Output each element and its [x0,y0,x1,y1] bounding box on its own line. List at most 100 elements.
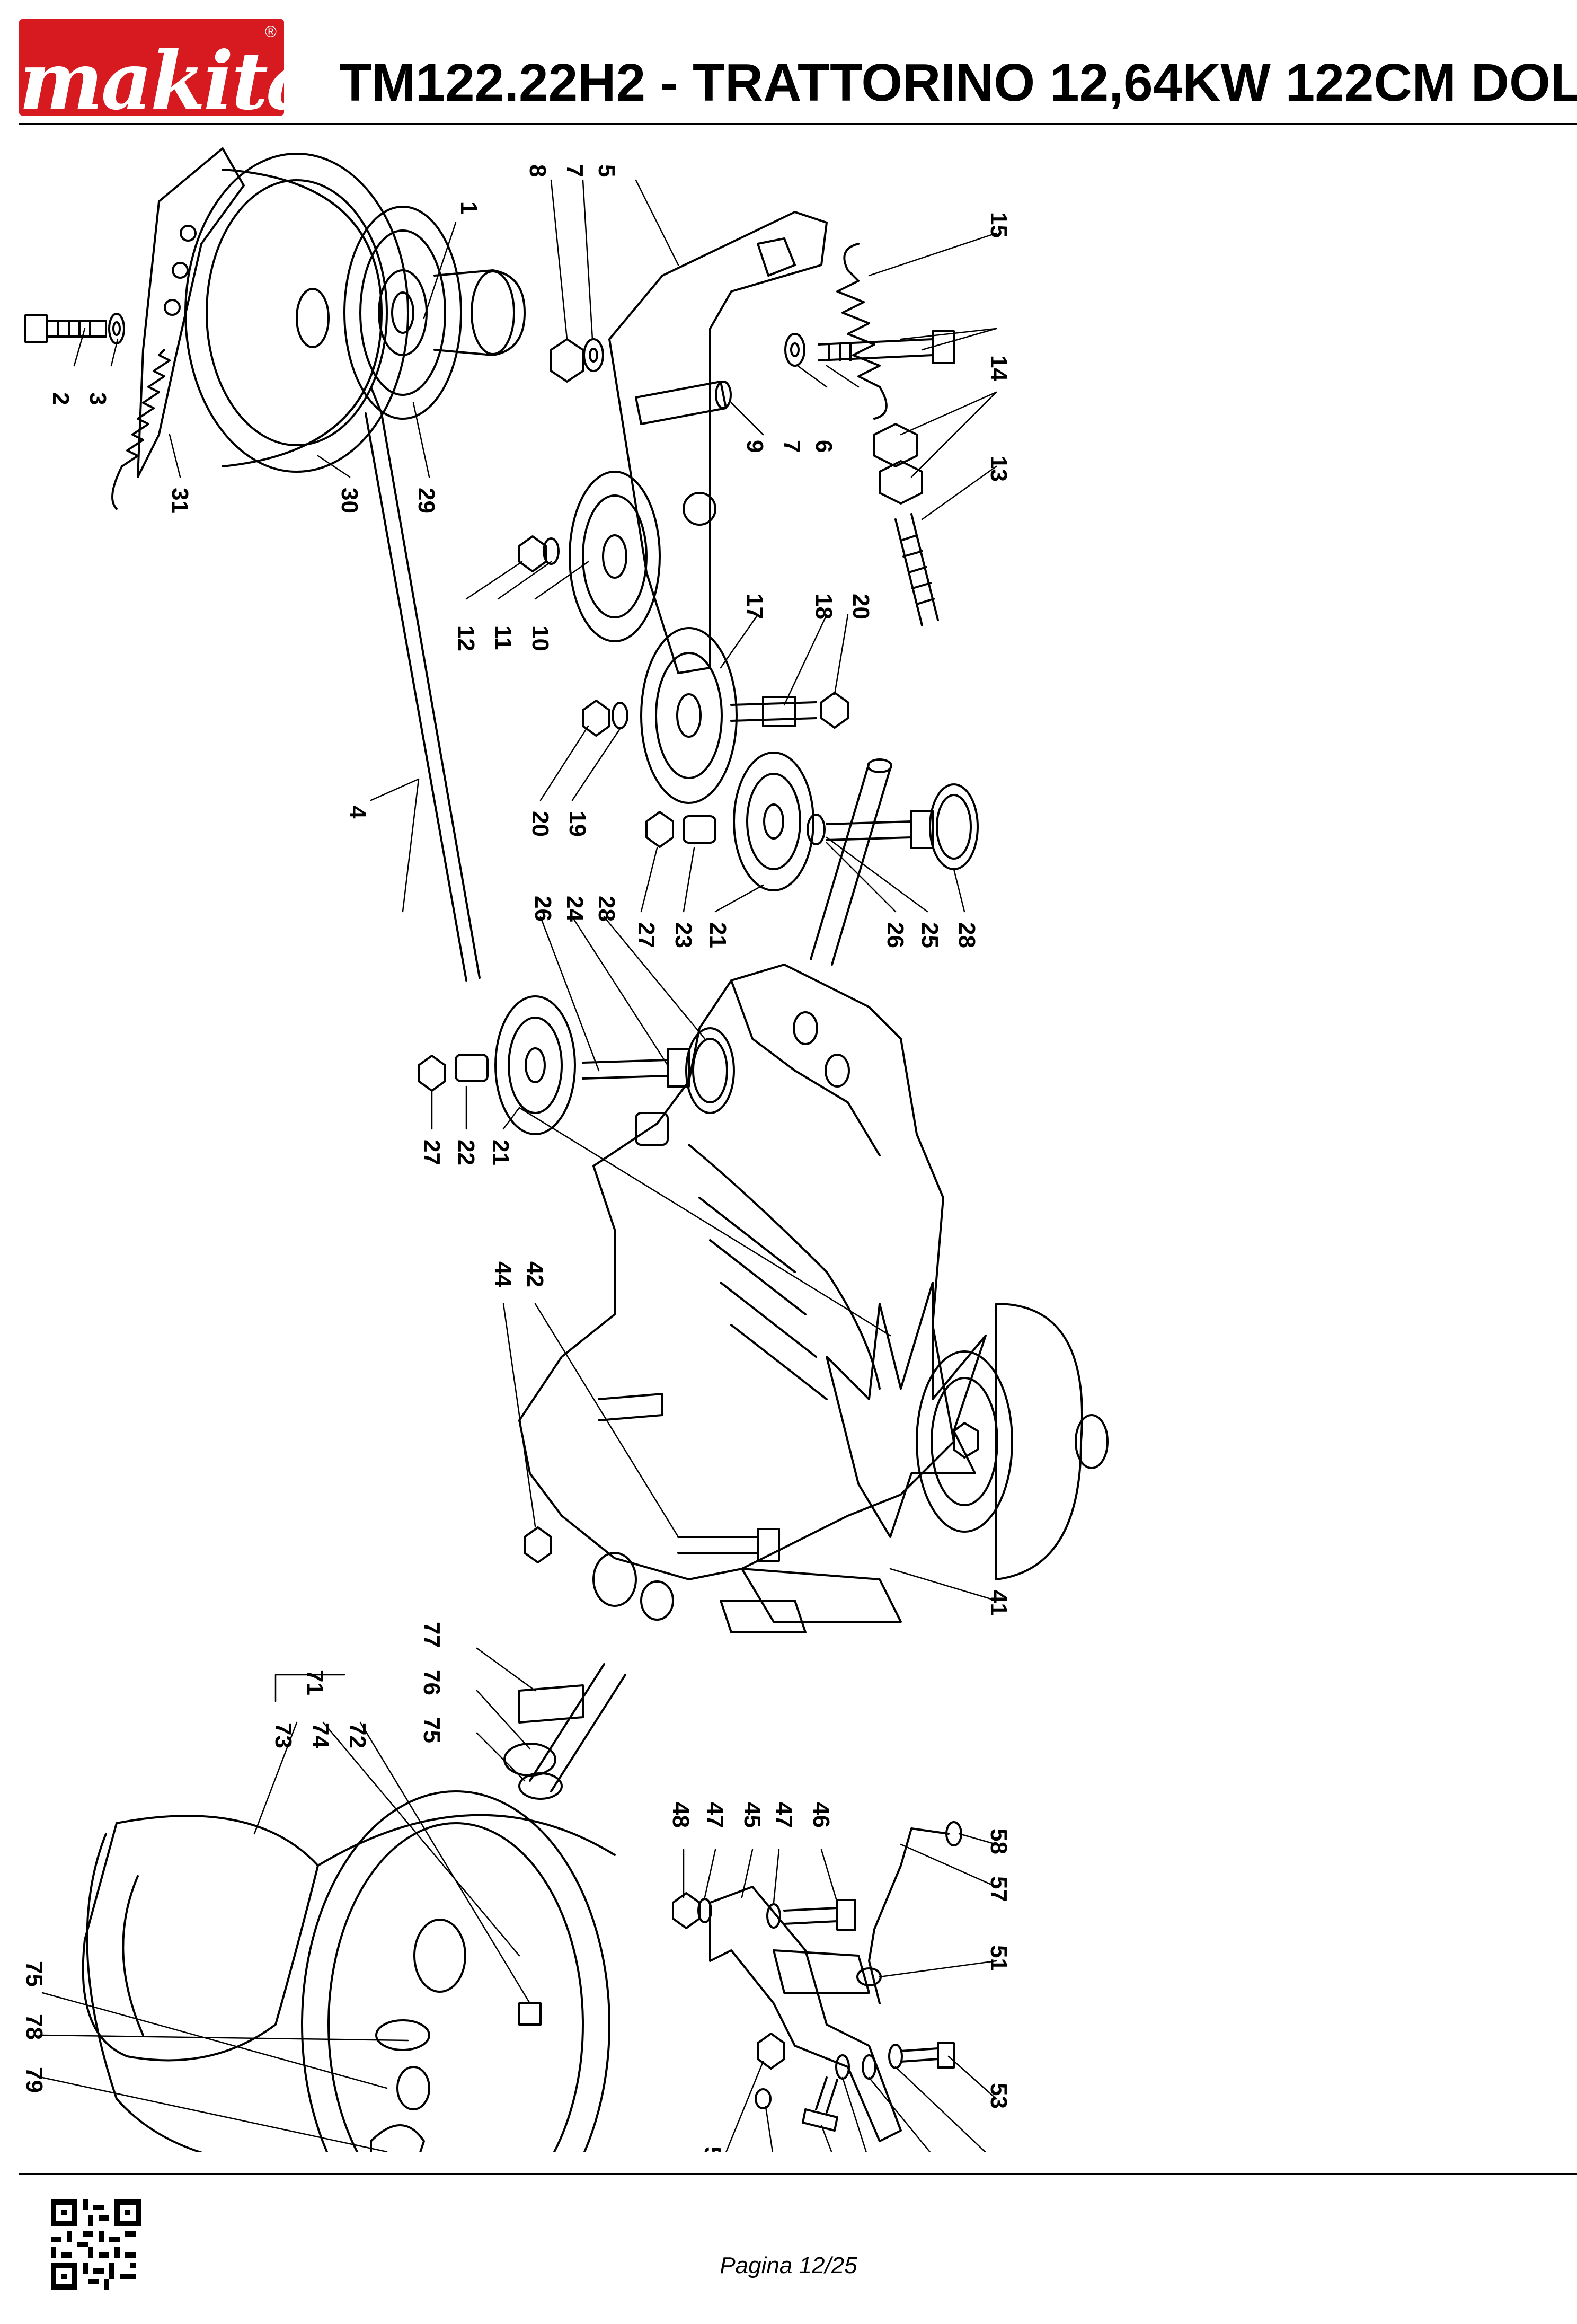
spring-15 [836,243,888,420]
nut-20a [582,700,610,737]
callout-31: 31 [167,488,193,514]
callout-21b: 21 [488,1139,513,1165]
callout-47b: 47 [771,1802,797,1828]
callout-73: 73 [270,1722,296,1748]
callout-4: 4 [344,806,370,819]
washer-11 [543,537,560,565]
callout-41: 41 [986,1590,1012,1616]
washer-3 [108,313,125,344]
callout-12: 12 [453,625,479,651]
washer-7a [583,338,604,372]
callout-2: 2 [48,392,74,405]
shaft-rod [810,758,892,966]
callout-28a: 28 [593,896,619,922]
callout-75a: 75 [419,1717,445,1743]
axle-shaft [503,1663,626,1800]
cooling-fan [826,1282,987,1538]
washer-7b [784,333,805,367]
callout-7a: 7 [562,164,588,177]
washer-19 [612,702,628,729]
makita-logo: makita ® [19,19,284,116]
callout-51: 51 [986,1945,1012,1971]
electric-clutch-assembly [137,147,409,478]
callout-8: 8 [525,164,551,177]
callout-7b: 7 [779,440,805,453]
callout-15: 15 [986,212,1012,238]
pulley-21a [733,752,814,891]
callout-27b: 27 [419,1139,445,1165]
nut-8 [550,338,584,383]
footer-divider [19,2173,1577,2175]
callout-6: 6 [811,440,837,453]
idler-pulley-17 [640,627,738,804]
qr-code [51,2199,141,2290]
callout-5: 5 [593,164,619,177]
clutch-pulley [343,206,462,420]
washer-28b [685,1027,735,1114]
callout-3: 3 [85,392,111,405]
callout-78: 78 [21,2014,47,2040]
bolt-53 [900,2042,955,2069]
page-header: makita ® TM122.22H2 - TRATTORINO 12,64KW… [0,0,1577,132]
callout-26b: 26 [882,922,908,948]
bolt-42 [677,1528,780,1562]
callout-10: 10 [527,625,553,651]
callout-57: 57 [986,1876,1012,1902]
callout-25: 25 [917,922,943,948]
spacer-bushing [433,269,526,356]
callout-17: 17 [742,594,768,620]
callout-20b: 20 [848,594,874,620]
nut-48 [672,1892,701,1929]
nut-27a [645,811,674,848]
callout-28b: 28 [954,922,980,948]
transaxle-housing [518,964,955,1633]
tensioner-arm [608,211,828,674]
callout-58: 58 [986,1828,1012,1854]
callout-23: 23 [670,922,696,948]
callout-72: 72 [344,1722,370,1748]
diagram-svg: 1 2 3 4 5 6 7 7 8 9 10 11 12 13 14 15 17… [21,147,1109,2259]
callout-47a: 47 [702,1802,728,1828]
drive-belt [365,386,481,982]
washer-28a [929,783,979,870]
registered-mark: ® [264,23,277,41]
qr-code-icon [51,2199,141,2290]
callout-48: 48 [668,1802,694,1828]
idler-pulley-10 [569,471,661,642]
callout-26a: 26 [530,896,556,922]
logo-wordmark: makita [19,34,284,116]
nut-27b [418,1055,446,1092]
washer-25 [807,814,826,845]
nut-56 [757,2033,785,2070]
nut-20b [820,692,849,729]
washers-52-54-55 [835,2044,903,2080]
nuts-14 [873,423,923,505]
stud-18 [730,696,817,727]
bolt-2 [24,314,107,343]
spacer-22 [455,1054,489,1082]
callout-30: 30 [336,488,362,514]
linkage-bracket [709,1886,902,2142]
bolt-26a [826,810,934,849]
rear-wheel [82,1790,616,2259]
bolt-50 [802,2076,838,2132]
nut-44 [524,1526,552,1563]
callout-18: 18 [811,594,837,620]
callout-labels: 1 2 3 4 5 6 7 7 8 9 10 11 12 13 14 15 17… [21,164,1012,2231]
spring-31 [111,349,171,510]
pulley-21b [494,995,576,1135]
callout-29: 29 [413,488,439,514]
callout-75b: 75 [21,1961,47,1987]
page-number: Pagina 12/25 [720,2252,857,2278]
callout-74: 74 [307,1722,333,1748]
screw-49 [755,2088,772,2109]
callout-56: 56 [699,2146,725,2152]
header-divider [19,123,1577,125]
clip-51 [856,1967,882,1986]
callout-22: 22 [453,1139,479,1165]
input-pulley [916,1303,1109,1580]
callout-76: 76 [419,1669,445,1695]
nut-12 [518,535,547,572]
callout-44: 44 [490,1261,516,1287]
callout-45: 45 [739,1802,765,1828]
